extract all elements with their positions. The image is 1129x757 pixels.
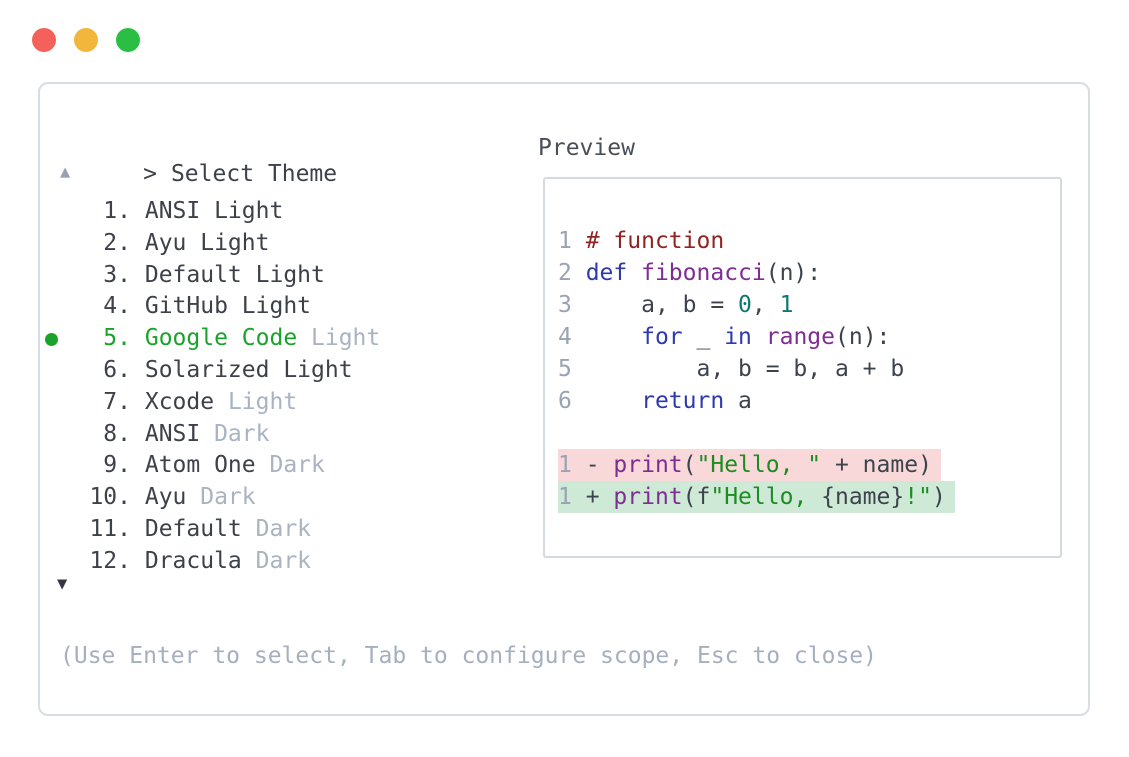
line-number: 1 — [558, 228, 586, 254]
keyboard-hint: (Use Enter to select, Tab to configure s… — [60, 643, 877, 669]
line-number: 1 — [558, 484, 586, 510]
code-line: 1 - print("Hello, " + name) — [558, 449, 1060, 481]
select-theme-prompt: > Select Theme — [60, 135, 337, 213]
theme-name: Ayu Dark — [144, 484, 256, 511]
theme-name: Ayu Light — [144, 229, 270, 256]
theme-name: Google Code Light — [144, 325, 381, 352]
theme-option[interactable]: 2. Ayu Light — [40, 228, 510, 260]
theme-number: 11. — [89, 515, 131, 542]
theme-name: ANSI Light — [144, 198, 284, 224]
theme-option[interactable]: 10. Ayu Dark — [40, 482, 510, 514]
theme-name: GitHub Light — [144, 293, 312, 320]
theme-picker-panel: > Select Theme Preview ▲ 1. ANSI Light 2. Ay… — [38, 82, 1090, 716]
code-line: 4 for _ in range(n): — [558, 321, 1060, 353]
theme-option[interactable]: 12. Dracula Dark — [40, 546, 510, 578]
code-line: 1 # function — [558, 225, 1060, 257]
code-line: 2 def fibonacci(n): — [558, 257, 1060, 289]
theme-variant: Dark — [241, 515, 312, 542]
theme-name: Default Light — [144, 261, 325, 288]
line-number: 6 — [558, 388, 586, 414]
theme-variant: Light — [297, 325, 381, 352]
line-number: 1 — [558, 452, 586, 478]
theme-option[interactable]: 4. GitHub Light — [40, 291, 510, 323]
preview-heading: Preview — [538, 135, 635, 161]
prompt-caret-icon: > — [143, 161, 157, 187]
theme-option[interactable]: 5. Google Code Light — [40, 323, 510, 355]
code-line-content: 5 a, b = b, a + b — [558, 356, 905, 382]
line-number: 2 — [558, 260, 586, 286]
theme-option[interactable]: 1. ANSI Light — [40, 196, 510, 228]
theme-variant: Dark — [255, 452, 325, 479]
line-number: 3 — [558, 292, 586, 318]
theme-number: 2. — [103, 229, 131, 256]
code-preview: 1 # function 2 def fibonacci(n): 3 a, b = … — [545, 179, 1060, 513]
code-line-content: 2 def fibonacci(n): — [558, 260, 822, 286]
selected-dot-icon — [45, 332, 58, 346]
prompt-title: Select Theme — [170, 161, 338, 187]
code-line-content: 6 return a — [558, 388, 752, 414]
diff-line-removed: 1 - print("Hello, " + name) — [558, 449, 941, 481]
theme-name: Atom One Dark — [144, 452, 325, 479]
theme-option[interactable]: 6. Solarized Light — [40, 355, 510, 387]
line-number: 5 — [558, 356, 586, 382]
theme-name: Xcode Light — [144, 388, 298, 415]
code-line: 1 + print(f"Hello, {name}!") — [558, 481, 1060, 513]
theme-number: 9. — [103, 452, 131, 479]
code-line: 3 a, b = 0, 1 — [558, 289, 1060, 321]
code-line-content: 4 for _ in range(n): — [558, 324, 891, 350]
theme-list: 1. ANSI Light 2. Ayu Light 3. Default Light 4.… — [40, 196, 510, 578]
code-line: 5 a, b = b, a + b — [558, 353, 1060, 385]
theme-variant: Light — [214, 388, 298, 415]
theme-name: Dracula Dark — [144, 547, 312, 574]
window-controls — [32, 28, 140, 52]
theme-number: 10. — [89, 484, 131, 511]
diff-line-added: 1 + print(f"Hello, {name}!") — [558, 481, 955, 513]
theme-option[interactable]: 3. Default Light — [40, 260, 510, 292]
theme-option[interactable]: 7. Xcode Light — [40, 387, 510, 419]
theme-option[interactable]: 11. Default Dark — [40, 514, 510, 546]
code-line-content: 3 a, b = 0, 1 — [558, 292, 794, 318]
theme-number: 7. — [103, 388, 131, 415]
theme-number: 4. — [103, 293, 131, 320]
code-line-content: 1 # function — [558, 228, 725, 254]
theme-number: 1. — [103, 198, 131, 224]
theme-variant: Dark — [186, 484, 256, 511]
selected-indicator — [40, 332, 83, 346]
theme-option[interactable]: 9. Atom One Dark — [40, 450, 510, 482]
theme-number: 5. — [103, 325, 131, 352]
theme-variant: Dark — [241, 547, 312, 574]
theme-number: 3. — [103, 261, 131, 288]
scroll-down-icon[interactable]: ▼ — [57, 574, 68, 594]
code-line — [558, 417, 1060, 449]
code-line: 6 return a — [558, 385, 1060, 417]
theme-name: ANSI Dark — [144, 420, 270, 447]
close-button[interactable] — [32, 28, 56, 52]
maximize-button[interactable] — [116, 28, 140, 52]
theme-name: Default Dark — [144, 515, 312, 542]
preview-pane: 1 # function 2 def fibonacci(n): 3 a, b = … — [543, 177, 1062, 558]
minimize-button[interactable] — [74, 28, 98, 52]
theme-name: Solarized Light — [144, 356, 353, 383]
line-number: 4 — [558, 324, 586, 350]
theme-variant: Dark — [200, 420, 270, 447]
theme-number: 6. — [103, 356, 131, 383]
theme-number: 8. — [103, 420, 131, 447]
scroll-up-icon[interactable]: ▲ — [60, 162, 71, 182]
theme-number: 12. — [89, 547, 131, 574]
theme-option[interactable]: 8. ANSI Dark — [40, 419, 510, 451]
